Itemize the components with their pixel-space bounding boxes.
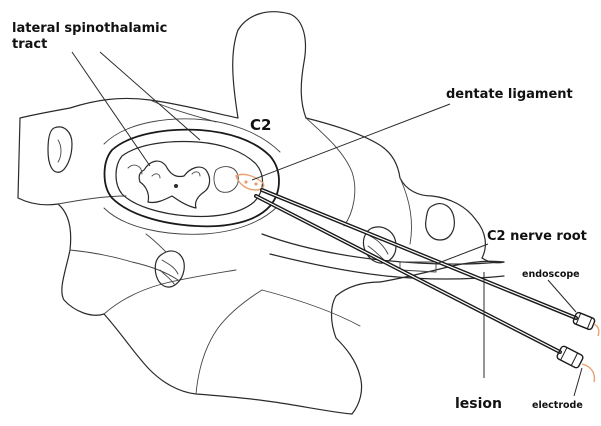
label-c2: C2 [250, 116, 271, 134]
label-endoscope: endoscope [522, 269, 580, 280]
label-c2-nerve-root: C2 nerve root [487, 229, 587, 244]
left-dorsal-root-ganglion [146, 234, 184, 287]
spinal-cord-cross-section [105, 130, 280, 227]
leader-c2-nerve-root [436, 244, 488, 264]
label-spinothalamic-line2: tract [12, 37, 47, 52]
leader-spinothalamic-b [100, 52, 200, 140]
leader-spinothalamic-a [72, 52, 150, 166]
label-spinothalamic-line1: lateral spinothalamic [12, 21, 167, 36]
label-electrode: electrode [532, 400, 583, 411]
electrode-handle [556, 345, 584, 368]
endoscope-handle [572, 312, 595, 331]
label-dentate-ligament: dentate ligament [446, 87, 573, 102]
left-transverse-foramen [48, 127, 72, 172]
label-lesion: lesion [455, 396, 502, 412]
right-transverse-foramen [426, 204, 455, 240]
leader-electrode [574, 368, 582, 396]
leader-lines [72, 52, 582, 396]
